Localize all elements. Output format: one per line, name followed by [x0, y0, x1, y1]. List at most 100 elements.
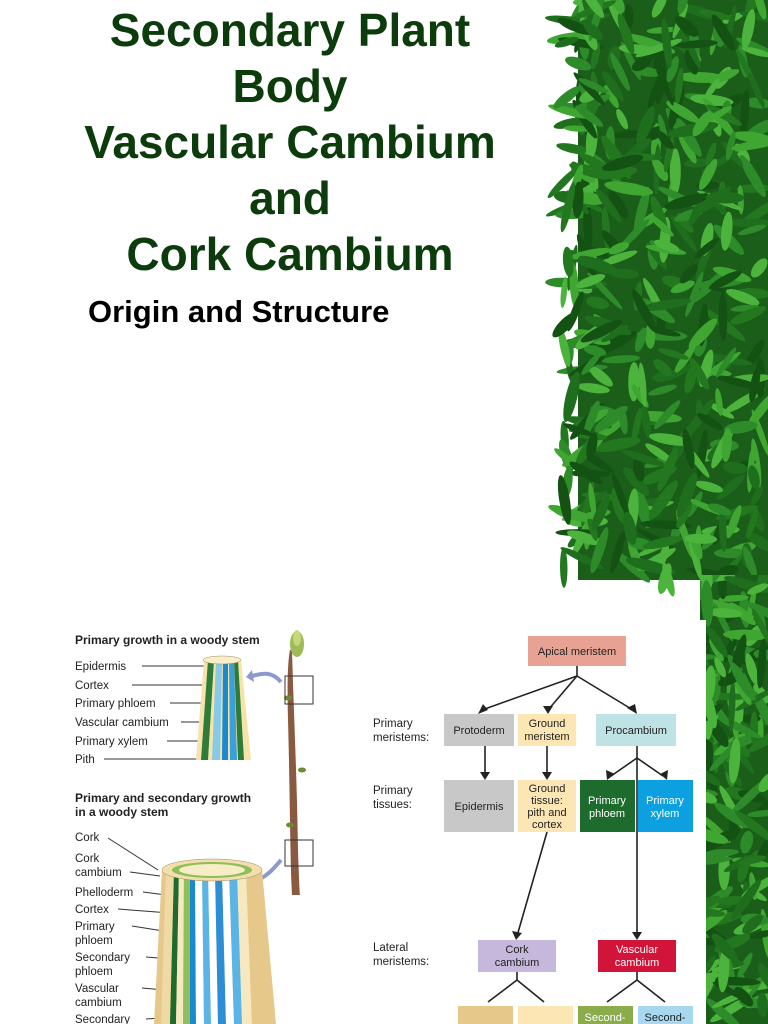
label-vascular-cambium: Vascular cambium	[75, 717, 169, 729]
label-phelloderm: Phelloderm	[75, 887, 133, 899]
label-vascular-cambium-2b: cambium	[75, 997, 122, 1009]
leaf-shape	[750, 485, 764, 506]
leaf-shape	[740, 830, 754, 854]
leaf-shape	[590, 41, 601, 70]
title-line: Cork Cambium	[126, 228, 454, 280]
flowchart-arrows	[481, 666, 666, 1003]
leaf-shape	[718, 575, 727, 600]
leaf-shape	[744, 601, 768, 623]
label-cortex: Cortex	[75, 680, 109, 692]
leaf-shape	[718, 292, 728, 341]
leaf-shape	[565, 56, 592, 71]
leaf-shape	[586, 432, 598, 460]
secondary-xylem-box-label: Second-	[645, 1012, 686, 1024]
leaf-shape	[728, 680, 736, 732]
leaf-shape	[624, 4, 634, 28]
leaf-shape	[588, 482, 597, 520]
secondary-stem-segment	[154, 858, 276, 1024]
title-line: Vascular Cambium	[84, 116, 496, 168]
procambium-box	[596, 714, 676, 746]
vascular-cambium-box-label-2: cambium	[615, 957, 660, 969]
woody-twig-illustration	[246, 630, 314, 896]
leaf-shape	[741, 9, 756, 49]
label-primary-xylem: Primary xylem	[75, 736, 148, 748]
leaf-shape	[717, 716, 762, 739]
leaf-shape	[666, 100, 700, 123]
leaf-shape	[694, 237, 719, 259]
figure-svg: Primary growth in a woody stem Epidermis…	[75, 630, 693, 1024]
leaf-shape	[737, 224, 766, 236]
epidermis-box	[444, 780, 514, 832]
panel2-heading-line2: in a woody stem	[75, 805, 168, 819]
leaf-shape	[689, 358, 710, 390]
leaf-shape	[638, 362, 647, 407]
leaf-shape	[631, 55, 653, 72]
flowchart-arrowheads	[478, 704, 668, 940]
title-line: Secondary Plant	[109, 4, 471, 56]
vascular-cambium-box-label-1: Vascular	[616, 944, 658, 956]
leaf-shape	[756, 798, 768, 814]
label-primary-phloem-2a: Primary	[75, 921, 115, 933]
leaf-shape	[683, 158, 711, 168]
leaf-shape	[602, 71, 624, 102]
leaf-shape	[748, 72, 766, 109]
leaf-shape	[751, 608, 768, 647]
leaf-shape	[674, 16, 699, 37]
leaf-shape	[746, 508, 759, 539]
leaf-shape	[554, 36, 579, 48]
leaf-shape	[725, 131, 736, 161]
leaf-shape	[685, 271, 704, 318]
leaf-shape	[677, 0, 689, 14]
secondary-phloem-box-label: Second-	[585, 1012, 626, 1024]
primary-phloem-box-label-1: Primary	[588, 795, 626, 807]
label-cork: Cork	[75, 832, 100, 844]
leaf-shape	[725, 289, 760, 306]
leaf-shape	[664, 193, 709, 210]
leaf-shape	[648, 384, 677, 396]
leaf-shape	[581, 0, 605, 18]
ground-tissue-label-1: Ground	[529, 783, 566, 795]
leaf-shape	[704, 106, 732, 123]
leaf-shape	[581, 352, 602, 375]
procambium-label: Procambium	[605, 725, 667, 737]
row-label-primary-tissues-2: tissues:	[373, 799, 412, 811]
leaf-shape	[722, 461, 748, 474]
apical-meristem-box	[528, 636, 626, 666]
leaf-shape	[706, 626, 728, 658]
bamboo-leaves-decoration-lower	[700, 575, 768, 1024]
leaf-shape	[749, 367, 761, 403]
leaf-shape	[656, 130, 674, 150]
ground-meristem-label-1: Ground	[529, 718, 566, 730]
leaf-shape	[754, 0, 767, 20]
leaf-shape	[657, 447, 678, 492]
leaf-shape	[748, 727, 768, 753]
bottom-box-phellem	[458, 1006, 513, 1024]
leaf-shape	[662, 562, 675, 597]
leaf-shape	[705, 191, 745, 204]
leaf-shape	[738, 855, 766, 865]
label-epidermis: Epidermis	[75, 661, 126, 673]
leaf-shape	[670, 214, 697, 252]
leaf-shape	[611, 487, 627, 524]
leaf-shape	[707, 608, 743, 618]
bottom-box-secondary-xylem	[638, 1006, 693, 1024]
leaf-shape	[566, 530, 604, 546]
leaf-shape	[614, 551, 651, 583]
leaf-shape	[715, 388, 723, 416]
label-primary-phloem-2b: phloem	[75, 935, 113, 947]
leaf-shape	[552, 312, 577, 338]
leaf-shape	[730, 662, 756, 701]
leaf-shape	[688, 318, 718, 349]
panel1-heading: Primary growth in a woody stem	[75, 633, 260, 647]
ground-tissue-label-4: cortex	[532, 819, 562, 831]
leaf-shape	[557, 475, 572, 525]
ground-tissue-label-2: tissue:	[531, 795, 563, 807]
leaf-shape	[623, 467, 650, 496]
leaf-shape	[648, 214, 674, 237]
leaf-shape	[700, 856, 733, 866]
leaf-shape	[661, 18, 672, 69]
slide-subtitle: Origin and Structure	[88, 294, 390, 329]
meristem-flowchart: Apical meristem Primary meristems: Proto…	[373, 636, 693, 1024]
leaf-shape	[608, 242, 630, 255]
leaf-shape	[734, 810, 768, 843]
